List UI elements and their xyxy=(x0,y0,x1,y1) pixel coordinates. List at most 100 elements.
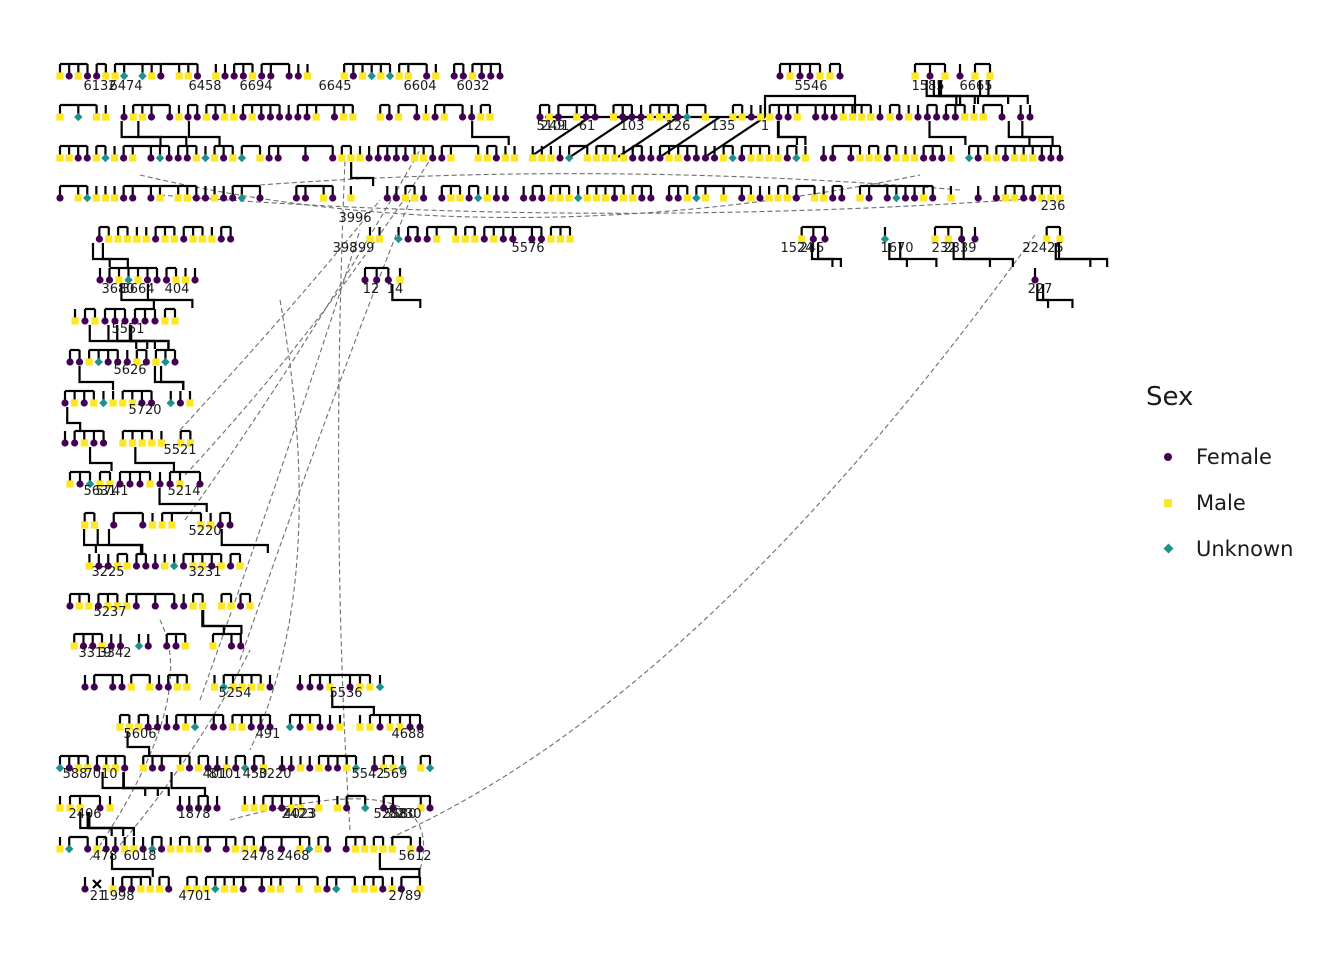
female-node xyxy=(554,113,562,121)
male-node xyxy=(747,154,755,162)
male-node xyxy=(105,235,113,243)
female-node xyxy=(776,72,784,80)
descent-edge xyxy=(187,121,221,145)
male-node xyxy=(114,235,122,243)
female-node xyxy=(216,521,224,529)
male-node xyxy=(306,723,314,731)
cross-link xyxy=(259,173,961,191)
female-node xyxy=(537,235,546,243)
female-node xyxy=(914,113,922,121)
cross-link xyxy=(389,234,1036,839)
descent-edge xyxy=(126,731,151,755)
female-node xyxy=(61,439,69,447)
descent-edge xyxy=(659,116,721,158)
male-node xyxy=(646,113,654,121)
cross-link xyxy=(119,649,251,846)
male-node xyxy=(389,764,397,772)
individual-label: 5536 xyxy=(329,686,362,701)
female-node xyxy=(93,764,101,772)
female-node xyxy=(458,113,467,121)
individual-label: 6694 xyxy=(239,79,272,94)
female-node xyxy=(285,113,293,121)
female-node xyxy=(951,113,959,121)
male-node xyxy=(601,194,610,202)
male-node xyxy=(874,154,882,162)
female-node xyxy=(738,154,746,162)
individual-label: 5254 xyxy=(218,686,251,701)
male-node xyxy=(115,276,123,284)
female-node xyxy=(929,194,937,202)
male-node xyxy=(474,154,482,162)
unknown-node xyxy=(473,193,483,203)
descent-edge xyxy=(86,812,136,836)
female-node xyxy=(66,602,74,610)
female-node xyxy=(266,683,274,691)
female-node xyxy=(278,764,286,772)
male-node xyxy=(197,521,205,529)
unknown-node xyxy=(237,193,247,203)
unknown-node xyxy=(134,641,144,651)
male-node xyxy=(356,683,364,691)
female-node xyxy=(151,317,159,325)
legend-title: Sex xyxy=(1146,382,1194,412)
male-node xyxy=(765,154,773,162)
female-node xyxy=(204,804,212,812)
male-node xyxy=(366,723,374,731)
male-node xyxy=(65,154,73,162)
female-node xyxy=(674,113,682,121)
female-node xyxy=(478,72,486,80)
male-node xyxy=(395,72,403,80)
female-node xyxy=(1056,154,1064,162)
legend-label: Female xyxy=(1196,445,1272,469)
male-node xyxy=(174,194,182,202)
male-node xyxy=(202,885,210,893)
male-node xyxy=(756,154,764,162)
male-node xyxy=(168,521,176,529)
female-node xyxy=(114,358,122,366)
descent-edge xyxy=(391,284,422,308)
female-node xyxy=(876,113,884,121)
individual-label: 22425 xyxy=(1022,241,1063,256)
female-node xyxy=(81,317,89,325)
male-node xyxy=(185,845,193,853)
female-node xyxy=(1038,154,1046,162)
male-node xyxy=(116,723,124,731)
male-node xyxy=(416,885,424,893)
individual-label: 398 xyxy=(333,241,358,256)
descent-edge xyxy=(120,284,155,308)
female-node xyxy=(132,562,141,570)
female-node xyxy=(710,154,719,162)
male-node xyxy=(139,764,147,772)
male-node xyxy=(248,113,256,121)
female-node xyxy=(196,480,204,488)
female-node xyxy=(971,235,979,243)
individual-label: 3225 xyxy=(91,565,124,580)
male-node xyxy=(774,154,782,162)
male-node xyxy=(910,154,919,162)
male-node xyxy=(312,113,320,121)
female-node xyxy=(144,723,152,731)
unknown-node xyxy=(166,398,176,408)
male-node xyxy=(756,113,765,121)
female-node xyxy=(227,235,235,243)
female-node xyxy=(287,764,295,772)
descent-edge xyxy=(1054,243,1092,267)
male-node xyxy=(210,194,219,202)
male-node xyxy=(183,683,191,691)
individual-label: 3220 xyxy=(258,767,291,782)
female-node xyxy=(829,154,837,162)
male-node xyxy=(111,764,120,772)
male-node xyxy=(276,885,285,893)
male-node xyxy=(92,154,100,162)
female-node xyxy=(306,764,314,772)
female-node xyxy=(901,194,910,202)
female-node xyxy=(401,154,410,162)
female-node xyxy=(120,194,128,202)
female-node xyxy=(431,113,439,121)
cross-link xyxy=(239,199,411,661)
male-node xyxy=(238,723,246,731)
female-node xyxy=(90,439,98,447)
unknown-node xyxy=(360,803,370,813)
male-node xyxy=(198,235,207,243)
unknown-node xyxy=(332,884,341,894)
